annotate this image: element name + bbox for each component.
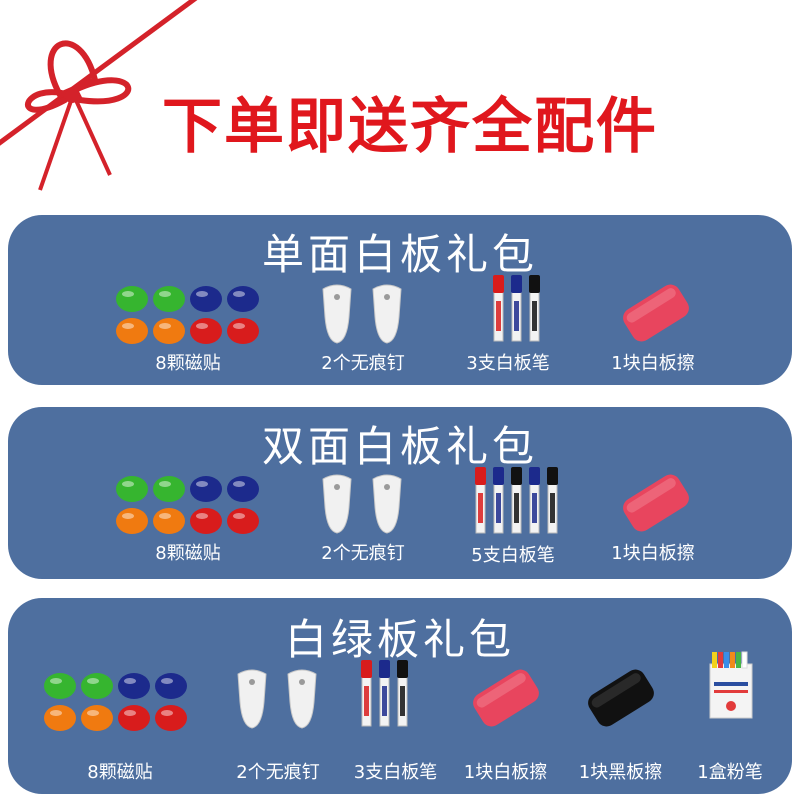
magnet-dot [118,673,150,699]
chalk-box-icon [709,651,753,719]
magnet-dot [116,286,148,312]
nail-hook [372,474,402,534]
nail-hooks-icon [322,284,402,344]
nail-hook [237,669,267,729]
item-label: 1块白板擦 [463,762,548,783]
eraser-item: 1块白板擦 [588,473,718,565]
black-eraser-icon [588,669,654,727]
markers-item: 5支白板笔 [448,467,578,567]
magnet-dot [190,476,222,502]
white-green-board-panel: 白绿板礼包 8颗磁贴 2个无痕钉 3支白板笔 1块白板擦 1块黑板擦 [8,598,792,794]
headline: 下单即送齐全配件 [162,92,658,162]
double-sided-panel: 双面白板礼包 8颗磁贴 2个无痕钉 5支白板笔 1块白板擦 [8,407,792,579]
chalk-box-item: 1盒粉笔 [680,650,780,783]
markers-icon [493,275,540,342]
magnet-dot [153,476,185,502]
nail-hook [372,284,402,344]
magnet-dot [190,318,222,344]
magnets-item: 8颗磁贴 [108,285,268,375]
single-sided-panel: 单面白板礼包 8颗磁贴 2个无痕钉 3支白板笔 1块白板擦 [8,215,792,385]
magnet-dot [81,705,113,731]
item-label: 2个无痕钉 [321,353,405,374]
black-eraser-item: 1块黑板擦 [563,668,678,783]
hooks-item: 2个无痕钉 [298,473,428,565]
magnet-dot [116,508,148,534]
magnet-dot [227,286,259,312]
item-label: 2个无痕钉 [321,543,405,564]
item-label: 1盒粉笔 [697,762,763,783]
ribbon-bow-icon [0,0,198,191]
panel-title: 双面白板礼包 [261,422,538,471]
magnet-dot [153,286,185,312]
item-label: 3支白板笔 [353,762,438,783]
magnets-icon [116,286,259,344]
magnets-item: 8颗磁贴 [108,475,268,565]
panel-title: 单面白板礼包 [261,230,538,279]
hooks-item: 2个无痕钉 [298,283,428,375]
magnet-dot [44,673,76,699]
pink-eraser-icon [623,284,689,342]
magnet-dot [227,508,259,534]
item-label: 1块黑板擦 [578,762,663,783]
markers-item: 3支白板笔 [448,275,568,375]
markers-icon [475,467,558,534]
item-label: 5支白板笔 [471,545,555,566]
markers-icon [361,660,408,727]
magnets-icon [116,476,259,534]
hooks-item: 2个无痕钉 [213,668,343,783]
magnet-dot [118,705,150,731]
item-label: 8颗磁贴 [155,543,221,564]
magnet-dot [116,318,148,344]
item-label: 1块白板擦 [611,543,695,564]
item-label: 1块白板擦 [611,353,695,374]
eraser-item: 1块白板擦 [588,283,718,375]
markers-item: 3支白板笔 [338,660,453,783]
item-label: 8颗磁贴 [155,353,221,374]
magnet-dot [227,318,259,344]
item-label: 8颗磁贴 [87,762,153,783]
magnet-dot [155,705,187,731]
magnet-dot [190,286,222,312]
pink-eraser-item: 1块白板擦 [448,668,563,783]
nail-hook [322,284,352,344]
magnet-dot [81,673,113,699]
panel-title: 白绿板礼包 [284,615,515,664]
magnet-dot [153,318,185,344]
magnet-dot [227,476,259,502]
nail-hook [287,669,317,729]
magnet-dot [116,476,148,502]
item-label: 3支白板笔 [466,353,550,374]
pink-eraser-icon [623,474,689,532]
nail-hooks-icon [322,474,402,534]
pink-eraser-icon [473,669,539,727]
nail-hooks-icon [237,669,317,729]
item-label: 2个无痕钉 [236,762,320,783]
magnet-dot [190,508,222,534]
magnet-dot [44,705,76,731]
magnets-item: 8颗磁贴 [30,672,210,783]
magnets-icon [44,673,187,731]
magnet-dot [153,508,185,534]
nail-hook [322,474,352,534]
magnet-dot [155,673,187,699]
